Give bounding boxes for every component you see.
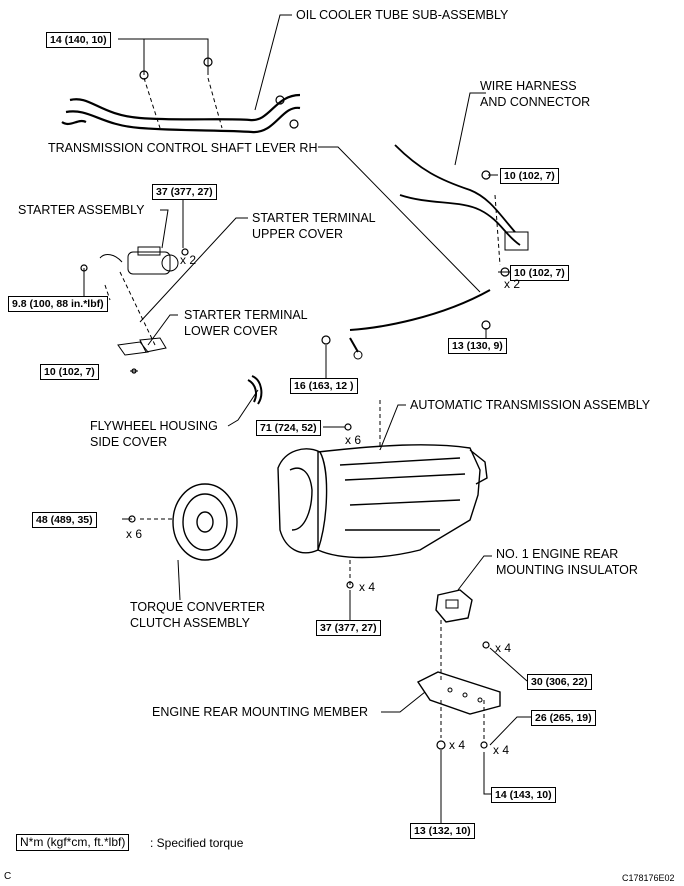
label-flywheel-line2: SIDE COVER (90, 435, 168, 449)
oil-cooler-tube-1 (69, 93, 301, 122)
label-insulator-line1: NO. 1 ENGINE REAR (496, 547, 619, 561)
bolt (128, 515, 136, 523)
label-rear-mounting-member: ENGINE REAR MOUNTING MEMBER (152, 705, 368, 719)
bolt (321, 335, 331, 345)
multiplier-bottom-bolts: x 4 (359, 580, 376, 594)
control-rod (349, 289, 491, 331)
starter-body (127, 251, 171, 275)
leader-trans-lever (318, 146, 481, 293)
torque-box-14-143: 14 (143, 10) (491, 787, 556, 803)
label-wire-harness-line2: AND CONNECTOR (480, 95, 591, 109)
bolt (344, 423, 352, 431)
rod-end (353, 350, 363, 360)
label-automatic-transmission: AUTOMATIC TRANSMISSION ASSEMBLY (410, 398, 651, 412)
bolt (203, 57, 213, 67)
bolt (482, 641, 490, 649)
legend-units-box: N*m (kgf*cm, ft.*lbf) (16, 834, 130, 851)
torque-converter-outer (172, 483, 238, 561)
torque-box-26-265: 26 (265, 19) (531, 710, 596, 726)
torque-box-14-140: 14 (140, 10) (46, 32, 111, 48)
legend-text: : Specified torque (150, 836, 244, 850)
torque-box-10-102-cover: 10 (102, 7) (40, 364, 99, 380)
label-starter-lower-line2: LOWER COVER (184, 324, 278, 338)
bolt (346, 581, 354, 589)
leader-torque-conv (177, 559, 181, 601)
label-starter-assembly: STARTER ASSEMBLY (18, 203, 145, 217)
torque-box-71-724: 71 (724, 52) (256, 420, 321, 436)
bolt (500, 267, 510, 277)
label-oil-cooler-tube: OIL COOLER TUBE SUB-ASSEMBLY (296, 8, 509, 22)
torque-box-13-132: 13 (132, 10) (410, 823, 475, 839)
torque-box-37-377-starter: 37 (377, 27) (152, 184, 217, 200)
multiplier-member-right: x 4 (493, 743, 510, 757)
leader-member (381, 691, 426, 713)
torque-box-16-163: 16 (163, 12 ) (290, 378, 358, 394)
label-starter-upper-line2: UPPER COVER (252, 227, 343, 241)
torque-box-48-489: 48 (489, 35) (32, 512, 97, 528)
leader-insulator (457, 555, 492, 591)
torque-converter-hub (196, 511, 214, 533)
torque-box-13-130: 13 (130, 9) (448, 338, 507, 354)
bolt (181, 248, 189, 256)
label-torque-converter-line2: CLUTCH ASSEMBLY (130, 616, 250, 630)
leader-lower-cover (147, 314, 178, 346)
multiplier-starter: x 2 (180, 253, 197, 267)
lower-cover (139, 337, 167, 353)
label-flywheel-line1: FLYWHEEL HOUSING (90, 419, 218, 433)
multiplier-torque-converter: x 6 (126, 527, 143, 541)
leader-auto-trans (379, 404, 406, 451)
label-transmission-control-lever: TRANSMISSION CONTROL SHAFT LEVER RH (48, 141, 318, 155)
multiplier-member-left: x 4 (449, 738, 466, 752)
bolt (481, 170, 491, 180)
bolt (289, 119, 299, 129)
torque-box-37-377-trans: 37 (377, 27) (316, 620, 381, 636)
bolt (139, 70, 149, 80)
torque-box-10-102-harness-upper: 10 (102, 7) (500, 168, 559, 184)
bolt (436, 740, 446, 750)
figure-code: C178176E02 (622, 873, 675, 883)
leader-starter-assy (160, 209, 169, 249)
bolt (131, 368, 137, 374)
oil-cooler-tube-2 (65, 106, 301, 134)
upper-cover (117, 341, 149, 356)
harness-connector (504, 231, 529, 251)
bolt (80, 264, 88, 272)
torque-box-9-8: 9.8 (100, 88 in.*lbf) (8, 296, 108, 312)
label-torque-converter-line1: TORQUE CONVERTER (130, 600, 265, 614)
rear-mounting-member (416, 671, 501, 715)
leader-wire-harness (454, 92, 486, 166)
wire-harness (394, 144, 516, 233)
flywheel-cover (247, 375, 263, 405)
bolt (481, 320, 491, 330)
label-wire-harness-line1: WIRE HARNESS (480, 79, 577, 93)
transmission-bell-housing (277, 448, 328, 554)
multiplier-harness: x 2 (504, 277, 521, 291)
leader-flywheel (227, 389, 259, 427)
label-starter-upper-line1: STARTER TERMINAL (252, 211, 376, 225)
multiplier-transmission: x 6 (345, 433, 362, 447)
transmission-tail (469, 449, 488, 485)
torque-box-30-306: 30 (306, 22) (527, 674, 592, 690)
bolt (275, 95, 285, 105)
leader-oil-cooler (254, 14, 292, 111)
torque-box-10-102-harness-lower: 10 (102, 7) (510, 265, 569, 281)
label-starter-lower-line1: STARTER TERMINAL (184, 308, 308, 322)
label-insulator-line2: MOUNTING INSULATOR (496, 563, 638, 577)
corner-letter: C (4, 871, 12, 882)
leader-upper-cover (139, 217, 248, 323)
multiplier-insulator: x 4 (495, 641, 512, 655)
bolt (480, 741, 488, 749)
mounting-insulator (435, 589, 473, 623)
